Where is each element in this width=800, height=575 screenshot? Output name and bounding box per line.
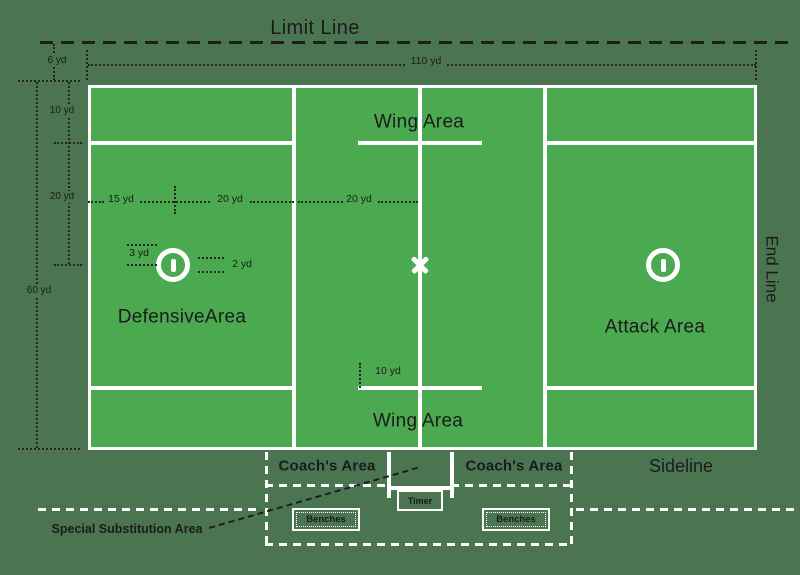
bottom-measure-tick bbox=[18, 448, 80, 450]
benches-box-right: Benches bbox=[482, 508, 550, 531]
coach-area-right-bottom-edge bbox=[451, 484, 573, 487]
width-measure-line-60 bbox=[36, 82, 38, 448]
attack-area-line bbox=[543, 85, 547, 450]
wing-line-top bbox=[358, 141, 482, 145]
goal-circle-icon-right bbox=[646, 248, 680, 282]
timer-label: Timer bbox=[407, 495, 433, 506]
twenty-yd-left-label: 20 yd bbox=[45, 191, 79, 203]
substitution-gate-right bbox=[450, 452, 454, 498]
wing-depth-tick bbox=[54, 142, 82, 144]
left-restraining-line-bottom bbox=[88, 386, 296, 390]
goal-width-tick-top bbox=[198, 257, 224, 259]
fifteen-yd-label: 15 yd bbox=[108, 192, 134, 205]
goal-bar-icon bbox=[660, 258, 666, 272]
limit-line-dashed bbox=[40, 41, 790, 44]
six-yd-label: 6 yd bbox=[43, 55, 71, 67]
substitution-gate-left bbox=[387, 452, 391, 498]
right-restraining-line-top bbox=[545, 141, 757, 145]
sideline-extension-left bbox=[38, 508, 262, 511]
substitution-gate-bar bbox=[387, 486, 454, 490]
end-line-label: End Line bbox=[762, 235, 782, 303]
length-measure-tick-left bbox=[86, 50, 88, 80]
length-measure-tick-right bbox=[755, 50, 757, 80]
benches-label: Benches bbox=[496, 514, 536, 525]
measure-seg bbox=[378, 201, 418, 203]
substitution-box-right-edge bbox=[570, 452, 573, 546]
goal-width-tick-bottom bbox=[198, 271, 224, 273]
circle-radius-tick-top bbox=[127, 244, 157, 246]
measure-seg bbox=[298, 201, 343, 203]
sideline-extension-right bbox=[576, 508, 796, 511]
ten-yd-left-label: 10 yd bbox=[45, 105, 79, 117]
defensive-area-label: DefensiveArea bbox=[117, 306, 247, 328]
defensive-area-line bbox=[292, 85, 296, 450]
benches-label: Benches bbox=[306, 514, 346, 525]
three-yd-label: 3 yd bbox=[126, 246, 152, 260]
right-restraining-line-bottom bbox=[545, 386, 757, 390]
restraining-tick bbox=[54, 264, 82, 266]
sideline-label: Sideline bbox=[648, 456, 714, 476]
twenty-yd-mid-left-label: 20 yd bbox=[217, 192, 243, 205]
faceoff-x-icon bbox=[409, 254, 431, 276]
coach-area-right-label: Coach's Area bbox=[465, 457, 563, 475]
wing-line-bottom bbox=[358, 386, 482, 390]
goal-circle-icon-left bbox=[156, 248, 190, 282]
depth-measure-line bbox=[68, 82, 70, 264]
goal-bar-icon bbox=[170, 258, 176, 272]
measure-seg bbox=[250, 201, 294, 203]
special-substitution-label: Special Substitution Area bbox=[51, 521, 203, 536]
coach-area-left-label: Coach's Area bbox=[278, 457, 376, 475]
twenty-yd-mid-right-label: 20 yd bbox=[346, 192, 372, 205]
coach-area-left-bottom-edge bbox=[265, 484, 388, 487]
ten-yd-wing-label: 10 yd bbox=[375, 364, 401, 377]
substitution-box-bottom-edge bbox=[265, 543, 573, 546]
attack-area-label: Attack Area bbox=[604, 316, 706, 338]
wing-half-measure-line bbox=[359, 363, 361, 388]
circle-radius-tick-bottom bbox=[127, 264, 157, 266]
wing-area-bottom-label: Wing Area bbox=[372, 410, 464, 432]
substitution-box-left-edge bbox=[265, 452, 268, 546]
goal-axis-cross bbox=[174, 186, 176, 214]
wing-area-top-label: Wing Area bbox=[373, 111, 465, 133]
left-restraining-line-top bbox=[88, 141, 296, 145]
one-ten-yd-label: 110 yd bbox=[406, 54, 446, 68]
timer-box: Timer bbox=[397, 490, 443, 511]
measure-seg bbox=[88, 201, 104, 203]
benches-box-left: Benches bbox=[292, 508, 360, 531]
sixty-yd-label: 60 yd bbox=[22, 285, 56, 297]
limit-line-label: Limit Line bbox=[270, 17, 360, 39]
top-measure-tick bbox=[18, 80, 80, 82]
two-yd-label: 2 yd bbox=[232, 257, 252, 270]
